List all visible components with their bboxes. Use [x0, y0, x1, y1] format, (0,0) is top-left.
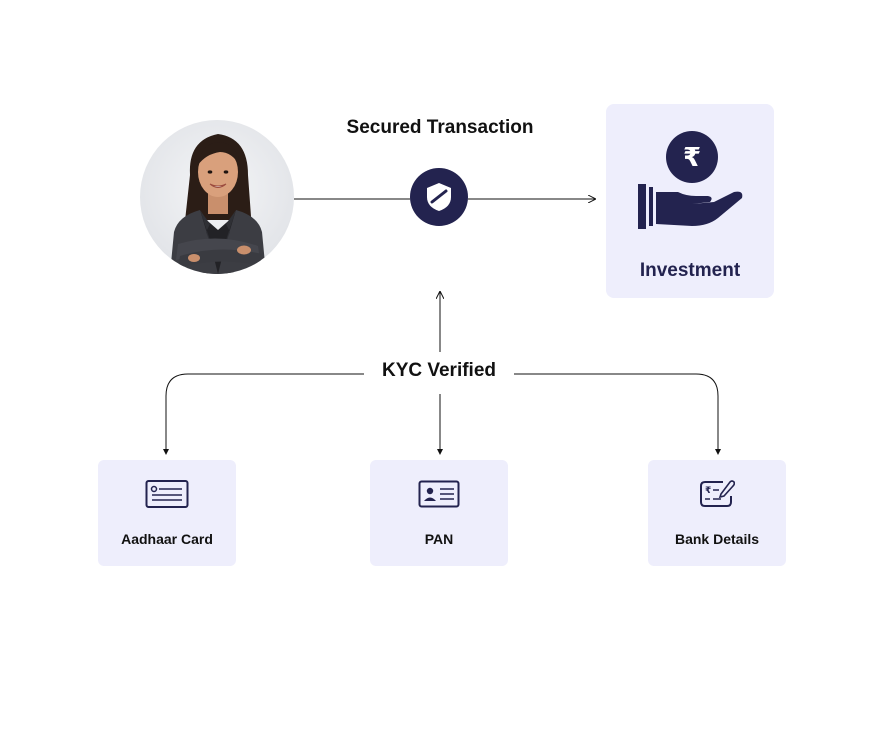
pan-label: PAN — [424, 531, 454, 547]
bank-cheque-icon: ₹ — [700, 480, 735, 507]
rupee-hand-icon: ₹ — [634, 130, 746, 239]
investment-label: Investment — [639, 260, 741, 281]
aadhaar-card-icon — [145, 480, 189, 508]
investment-card: ₹ Investment — [606, 104, 774, 298]
connector-kyc-bank — [514, 373, 721, 455]
bank-details-box: ₹ Bank Details — [648, 460, 786, 566]
shield-check-icon — [410, 168, 468, 226]
pan-card-icon — [418, 480, 460, 508]
svg-text:₹: ₹ — [705, 486, 711, 496]
aadhaar-card-label: Aadhaar Card — [121, 531, 213, 547]
bank-details-label: Bank Details — [674, 531, 760, 547]
aadhaar-card-box: Aadhaar Card — [98, 460, 236, 566]
kyc-verified-label: KYC Verified — [364, 360, 514, 382]
pan-card-box: PAN — [370, 460, 508, 566]
investor-avatar — [140, 120, 294, 274]
secured-transaction-title: Secured Transaction — [346, 117, 534, 138]
connector-kyc-aadhaar — [163, 373, 364, 455]
svg-text:₹: ₹ — [683, 143, 701, 173]
